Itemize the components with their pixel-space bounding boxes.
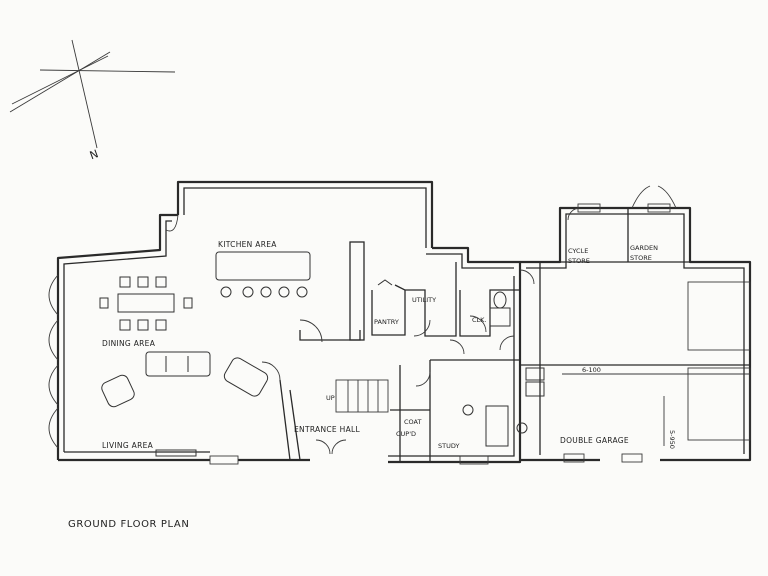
- north-arrow: N: [9, 39, 176, 162]
- dining-furniture: [99, 276, 193, 331]
- outer-walls: [56, 180, 752, 464]
- bifold-glazing: [48, 274, 59, 449]
- stair-up-mark: UP: [326, 394, 335, 402]
- study-furniture: [462, 367, 545, 447]
- label-cycle-store: STORE: [568, 257, 590, 265]
- label-dining: DINING AREA: [102, 339, 156, 348]
- label-coat: COAT: [404, 418, 421, 426]
- north-label: N: [88, 147, 100, 162]
- plan-title: GROUND FLOOR PLAN: [68, 519, 189, 530]
- label-garden: GARDEN: [630, 244, 658, 252]
- doors: [165, 185, 677, 455]
- dimension-depth: 5-950: [668, 430, 676, 449]
- label-entrance-hall: ENTRANCE HALL: [294, 425, 360, 434]
- label-cupd: CUP'D: [396, 430, 416, 438]
- label-cycle: CYCLE: [568, 247, 588, 255]
- windows: [209, 203, 671, 465]
- label-utility: UTILITY: [412, 296, 436, 304]
- label-living: LIVING AREA: [102, 441, 154, 450]
- garage-fittings: [562, 281, 751, 446]
- kitchen-furniture: [215, 251, 393, 298]
- label-pantry: PANTRY: [374, 318, 399, 326]
- label-garden-store: STORE: [630, 254, 652, 262]
- wc-fittings: [489, 291, 511, 327]
- label-study: STUDY: [438, 442, 460, 450]
- label-kitchen: KITCHEN AREA: [218, 240, 277, 249]
- label-double-garage: DOUBLE GARAGE: [560, 436, 629, 445]
- interior-walls: UP: [279, 241, 520, 462]
- living-furniture: [101, 351, 269, 457]
- dimension-width: 6-100: [582, 366, 601, 374]
- label-clk: CLK.: [472, 316, 487, 324]
